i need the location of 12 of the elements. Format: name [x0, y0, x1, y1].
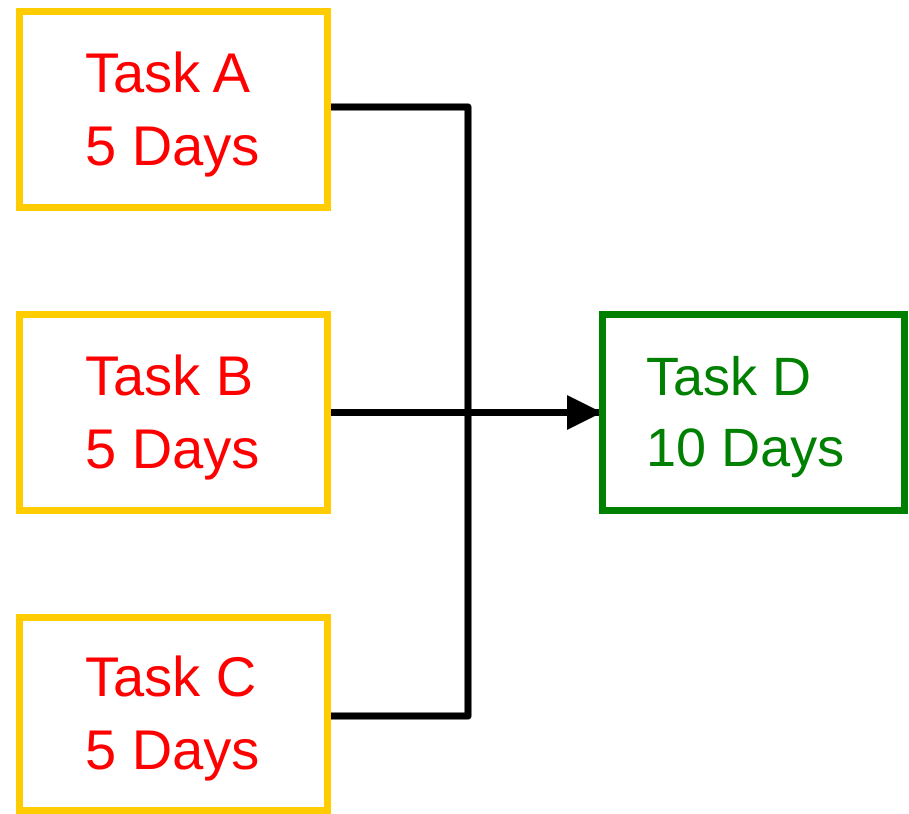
task-name: Task A: [85, 40, 251, 106]
task-name: Task B: [85, 342, 254, 409]
task-name: Task D: [646, 346, 812, 410]
task-box: [16, 614, 331, 814]
task-box: [599, 311, 908, 514]
task-box: [16, 8, 331, 211]
task-duration: 5 Days: [85, 416, 260, 482]
task-box: [16, 311, 331, 514]
task-duration: 5 Days: [85, 717, 260, 783]
task-name: Task C: [85, 644, 258, 710]
task-duration: 5 Days: [85, 112, 260, 179]
task-duration: 10 Days: [646, 416, 846, 480]
